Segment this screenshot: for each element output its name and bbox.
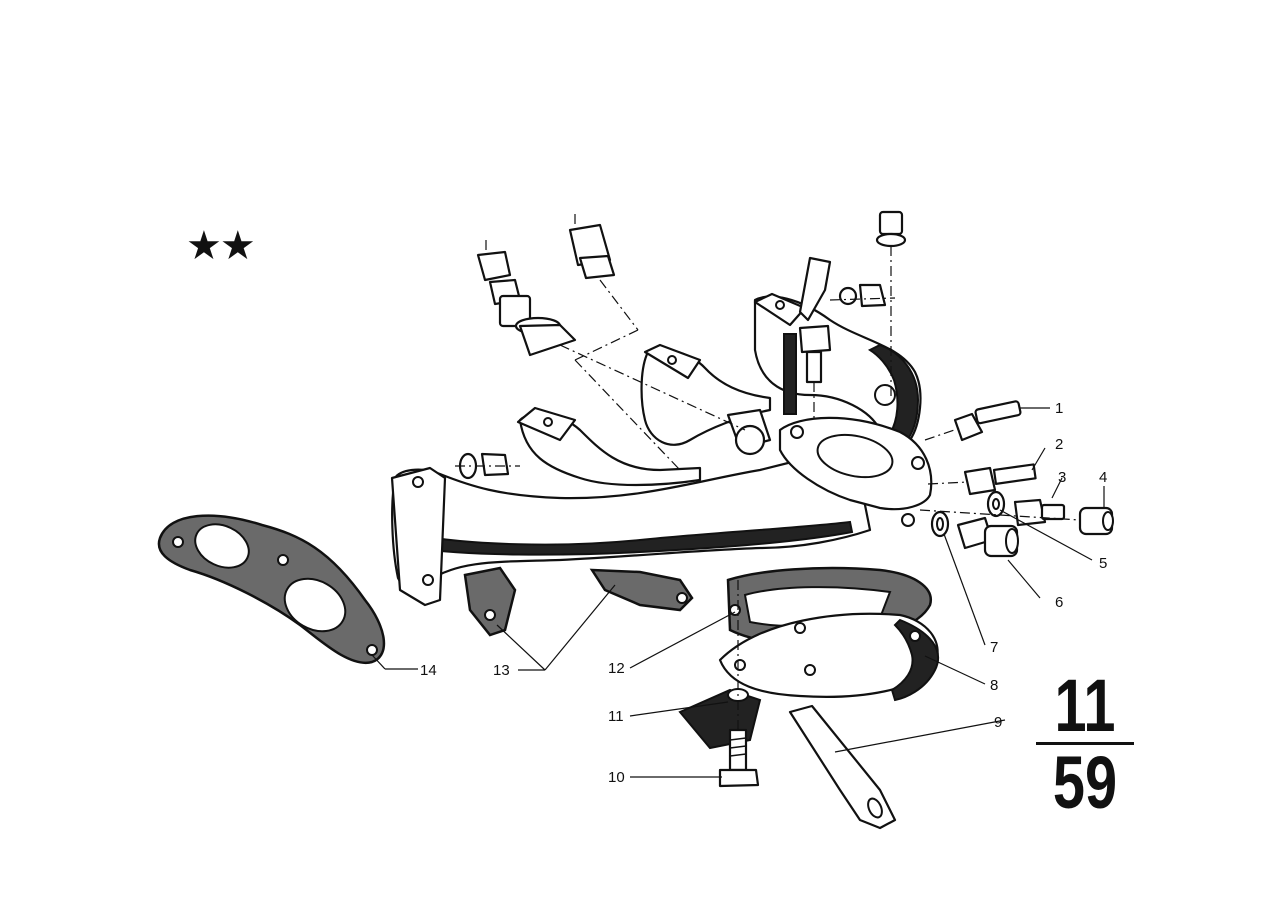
bracket-9 <box>788 704 897 830</box>
leader-lines <box>371 407 1105 778</box>
callout-5: 5 <box>1099 555 1107 572</box>
part-2-bolt <box>963 463 1037 496</box>
callout-11: 11 <box>608 708 624 725</box>
bracket-11 <box>678 688 762 750</box>
part-5-washer <box>986 490 1006 518</box>
group-number-divider <box>1036 742 1134 745</box>
exhaust-manifold <box>390 292 933 637</box>
group-number-bottom: 59 <box>1052 741 1118 824</box>
callout-2: 2 <box>1055 436 1063 453</box>
gasket-14 <box>157 514 386 665</box>
callout-14: 14 <box>420 662 437 679</box>
asterisk-marking: ★★ <box>186 223 256 269</box>
callout-8: 8 <box>990 677 998 694</box>
part-4-cap <box>1078 506 1114 536</box>
group-number-top: 11 <box>1054 664 1116 747</box>
group-number: 11 59 <box>1030 664 1140 824</box>
callout-10: 10 <box>608 769 625 786</box>
part-1-stud <box>953 400 1022 442</box>
callout-13: 13 <box>493 662 510 679</box>
part-7-washer <box>930 510 950 538</box>
part-3-fitting <box>1013 498 1066 527</box>
callout-9: 9 <box>994 714 1002 731</box>
callout-3: 3 <box>1058 469 1066 486</box>
callout-6: 6 <box>1055 594 1063 611</box>
callout-7: 7 <box>990 639 998 656</box>
part-6-plug <box>956 516 1019 558</box>
callout-4: 4 <box>1099 469 1107 486</box>
top-studs <box>455 210 907 480</box>
heat-shield-8 <box>718 566 940 702</box>
callout-1: 1 <box>1055 400 1063 417</box>
bolt-10 <box>718 728 760 788</box>
callout-12: 12 <box>608 660 625 677</box>
